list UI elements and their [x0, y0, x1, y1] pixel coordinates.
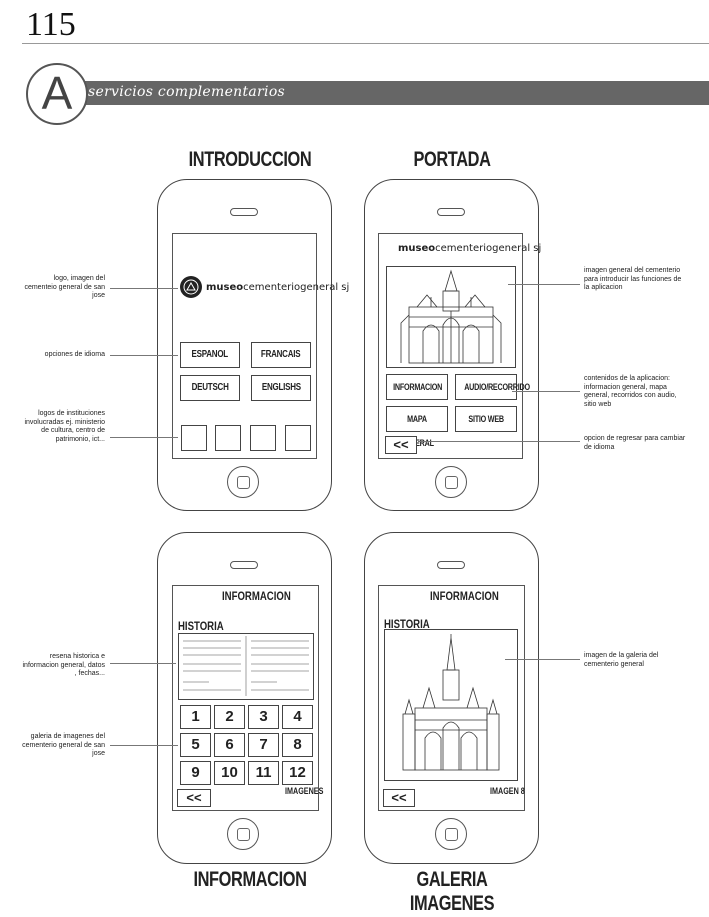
note-logo: logo, imagen del cementeio general de sa…	[24, 275, 105, 299]
institution-logo	[215, 425, 241, 451]
institution-logo	[285, 425, 311, 451]
note-imagen-galeria: imagen de la galeria del cementerio gene…	[584, 652, 659, 668]
home-button[interactable]	[227, 466, 259, 498]
title-portada: PORTADA	[413, 148, 491, 171]
logo-rest: cementeriogeneral sj	[435, 243, 542, 254]
annotation-arrow	[110, 745, 178, 747]
home-button[interactable]	[227, 818, 259, 850]
gallery-number-7[interactable]: 7	[248, 733, 279, 757]
annotation-arrow	[418, 441, 580, 443]
historia-text-box	[178, 633, 314, 700]
home-button-icon	[445, 828, 458, 841]
lang-button-deutsch[interactable]: DEUTSCH	[180, 375, 240, 401]
gallery-number-11[interactable]: 11	[248, 761, 279, 785]
home-button[interactable]	[435, 818, 467, 850]
section-letter: A	[41, 67, 73, 119]
home-button-icon	[237, 476, 250, 489]
museum-logo-icon	[180, 276, 202, 298]
gallery-number-1[interactable]: 1	[180, 705, 211, 729]
logo-rest: cementeriogeneral sj	[243, 282, 350, 293]
gallery-number-8[interactable]: 8	[282, 733, 313, 757]
title-galeria: GALERIA IMAGENES	[409, 868, 495, 915]
annotation-arrow	[110, 437, 178, 439]
annotation-arrow	[110, 355, 178, 357]
title-introduccion: INTRODUCCION	[188, 148, 312, 171]
menu-button-mapa[interactable]: MAPA GENERAL	[386, 406, 448, 448]
title-informacion: INFORMACION	[193, 868, 307, 891]
back-button[interactable]: <<	[383, 789, 415, 807]
note-regresar: opcion de regresar para cambiar de idiom…	[584, 435, 686, 451]
logo-bold: museo	[398, 243, 436, 254]
gallery-image	[384, 629, 518, 781]
historia-label: HISTORIA	[178, 619, 224, 633]
home-button[interactable]	[435, 466, 467, 498]
home-button-icon	[445, 476, 458, 489]
lang-button-espanol[interactable]: ESPANOL	[180, 342, 240, 368]
institution-logo	[181, 425, 207, 451]
back-button[interactable]: <<	[385, 436, 417, 454]
lang-button-englishs[interactable]: ENGLISHS	[251, 375, 311, 401]
menu-button-audio[interactable]: AUDIO/RECORRIDO	[455, 374, 530, 400]
gallery-number-5[interactable]: 5	[180, 733, 211, 757]
logo-text: museocementeriogeneral sj	[206, 282, 349, 293]
section-title: servicios complementarios	[88, 84, 286, 100]
gallery-number-2[interactable]: 2	[214, 705, 245, 729]
page-number: 115	[26, 6, 76, 43]
note-idioma: opciones de idioma	[44, 351, 105, 358]
annotation-arrow	[508, 284, 580, 286]
annotation-arrow	[512, 391, 580, 393]
menu-button-informacion[interactable]: INFORMACION	[386, 374, 448, 400]
header-rule	[22, 43, 709, 44]
note-resena: resena historica e informacion general, …	[22, 653, 106, 677]
gallery-number-9[interactable]: 9	[180, 761, 211, 785]
logo-text: museocementeriogeneral sj	[398, 243, 541, 254]
note-imagen-general: imagen general del cementerio para intro…	[584, 267, 682, 291]
note-logos: logos de instituciones involucradas ej. …	[24, 410, 105, 443]
imagenes-label: IMAGENES	[285, 786, 324, 796]
annotation-arrow	[110, 663, 176, 665]
phone-speaker	[437, 208, 465, 216]
cemetery-image	[386, 266, 516, 368]
phone-speaker	[437, 561, 465, 569]
home-button-icon	[237, 828, 250, 841]
phone-speaker	[230, 208, 258, 216]
gallery-number-6[interactable]: 6	[214, 733, 245, 757]
gallery-number-12[interactable]: 12	[282, 761, 313, 785]
gallery-number-4[interactable]: 4	[282, 705, 313, 729]
gallery-number-10[interactable]: 10	[214, 761, 245, 785]
phone-speaker	[230, 561, 258, 569]
back-button[interactable]: <<	[177, 789, 211, 807]
menu-button-sitio-web[interactable]: SITIO WEB	[455, 406, 517, 432]
annotation-arrow	[110, 288, 178, 290]
section-circle	[26, 63, 88, 125]
screen-title: INFORMACION	[222, 589, 291, 603]
section-bar	[70, 81, 709, 105]
historia-label: HISTORIA	[384, 617, 430, 631]
institution-logo	[250, 425, 276, 451]
note-contenidos: contenidos de la aplicacion: informacion…	[584, 375, 677, 408]
logo-bold: museo	[206, 282, 244, 293]
imagen-label: IMAGEN 8	[490, 786, 525, 796]
gallery-number-3[interactable]: 3	[248, 705, 279, 729]
note-galeria: galeria de imagenes del cementerio gener…	[22, 733, 105, 757]
annotation-arrow	[505, 659, 580, 661]
lang-button-francais[interactable]: FRANCAIS	[251, 342, 311, 368]
screen-title: INFORMACION	[430, 589, 499, 603]
